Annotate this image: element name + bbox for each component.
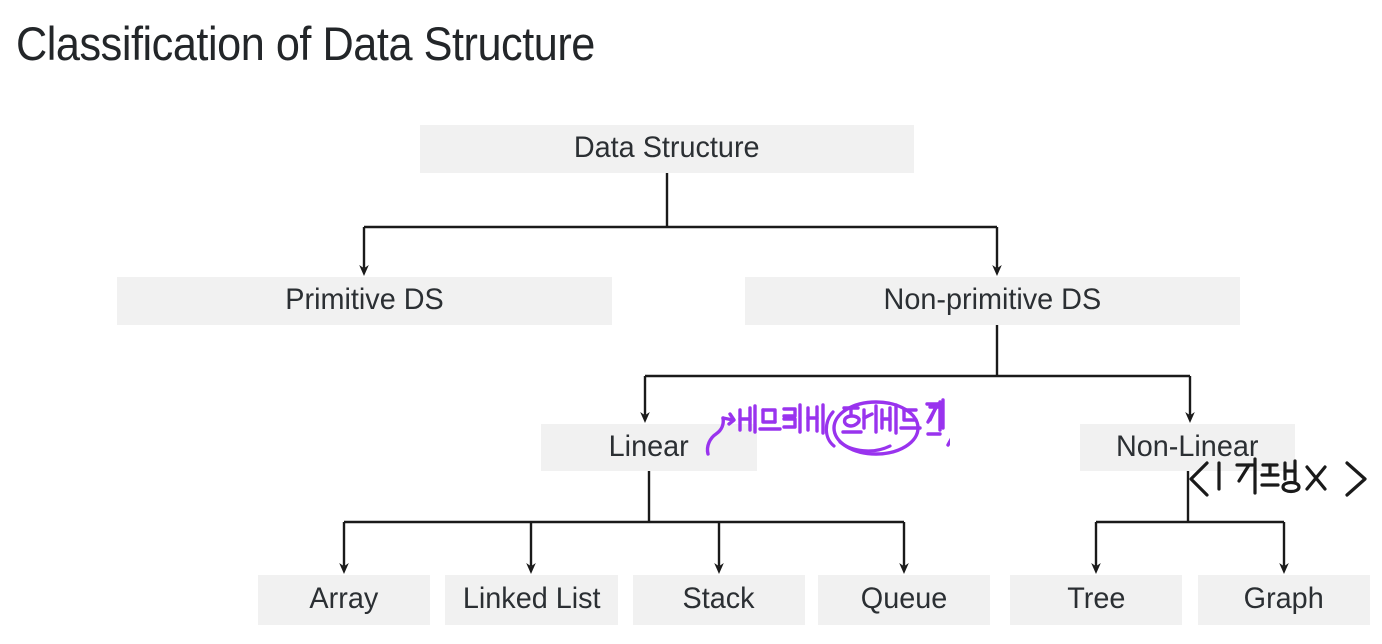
node-label: Data Structure [574,131,760,164]
node-data-structure[interactable]: Data Structure [420,125,914,173]
node-label: Linear [608,429,690,463]
node-primitive-ds[interactable]: Primitive DS [117,277,612,325]
node-label: Stack [682,582,756,615]
node-stack[interactable]: Stack [633,575,805,625]
node-label: Array [309,582,379,615]
node-label: Non-primitive DS [883,283,1102,316]
node-graph[interactable]: Graph [1198,575,1370,625]
node-array[interactable]: Array [258,575,430,625]
circle-highlight [832,400,920,456]
node-queue[interactable]: Queue [818,575,990,625]
node-label: Graph [1243,582,1325,615]
node-label: Primitive DS [285,283,444,316]
node-non-primitive-ds[interactable]: Non-primitive DS [745,277,1240,325]
node-linear[interactable]: Linear [541,424,757,471]
node-tree[interactable]: Tree [1010,575,1182,625]
node-label: Linked List [462,582,601,615]
node-linked-list[interactable]: Linked List [445,575,618,625]
node-non-linear[interactable]: Non-Linear [1080,424,1295,471]
node-label: Non-Linear [1116,429,1259,463]
page-title: Classification of Data Structure [16,17,595,70]
node-label: Tree [1066,582,1126,615]
node-label: Queue [860,582,948,615]
